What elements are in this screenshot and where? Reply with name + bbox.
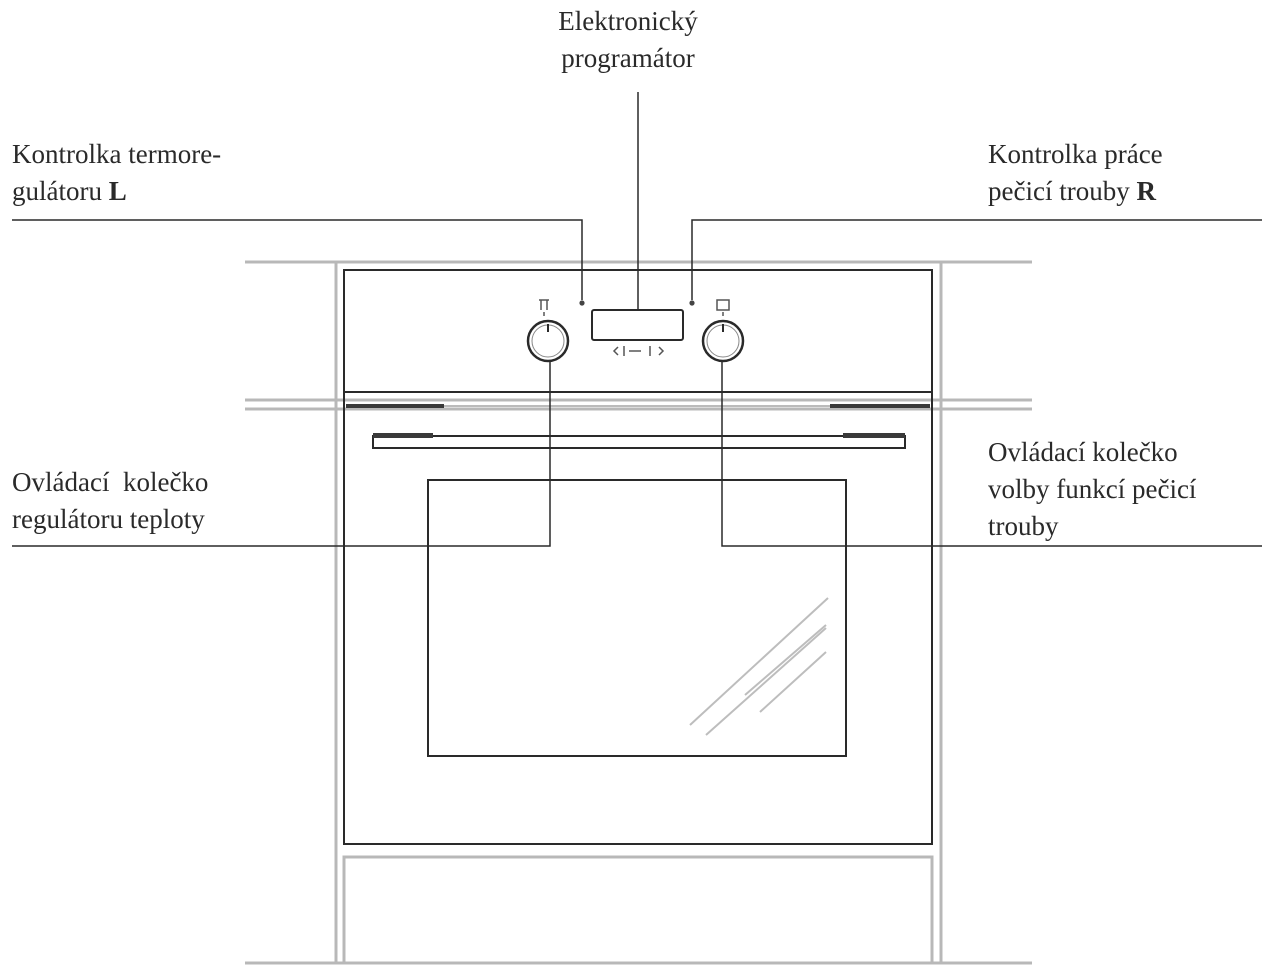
label-temperature-knob: Ovládací kolečko regulátoru teploty [12, 464, 208, 538]
label-line: volby funkcí pečicí [988, 474, 1197, 504]
oven-function-symbol-icon [716, 299, 730, 316]
programmer-display [591, 309, 684, 356]
label-thermostat-lamp: Kontrolka termore- gulátoru L [12, 136, 221, 210]
door-handle [372, 433, 906, 449]
label-oven-lamp: Kontrolka práce pečicí trouby R [988, 136, 1163, 210]
label-line: Ovládací kolečko [12, 467, 209, 497]
programmer-buttons [612, 346, 665, 356]
oven-body [343, 269, 933, 845]
label-letter-l: L [108, 176, 127, 206]
leader-temperature-knob [12, 362, 551, 547]
label-text: gulátoru [12, 176, 109, 206]
label-line: Ovládací kolečko [988, 437, 1178, 467]
oven-lamp-icon [689, 300, 695, 306]
label-line: pečicí trouby R [988, 173, 1163, 210]
control-panel-trim [346, 404, 930, 408]
label-text: pečicí trouby [988, 176, 1137, 206]
thermometer-symbol-icon [539, 299, 549, 316]
label-electronic-programmer: Elektronický programátor [548, 3, 708, 77]
label-line: Kontrolka práce [988, 139, 1163, 169]
label-line: gulátoru L [12, 173, 221, 210]
label-line: Elektronický [558, 6, 698, 36]
oven-window [427, 479, 847, 757]
label-line: Kontrolka termore- [12, 139, 222, 169]
function-knob[interactable] [701, 299, 745, 363]
label-line: trouby [988, 511, 1059, 541]
leader-oven-lamp [691, 219, 1262, 300]
label-letter-r: R [1136, 176, 1156, 206]
leader-function-knob [721, 362, 1262, 547]
leader-lines [12, 92, 1262, 547]
label-line: programátor [561, 43, 695, 73]
leader-thermostat-lamp [12, 219, 583, 300]
cabinet-outline [245, 260, 1032, 965]
label-function-knob: Ovládací kolečko volby funkcí pečicí tro… [988, 434, 1196, 545]
glass-reflection [689, 597, 829, 736]
thermostat-lamp-icon [579, 300, 585, 306]
label-line: regulátoru teploty [12, 504, 205, 534]
temperature-knob[interactable] [526, 299, 570, 363]
